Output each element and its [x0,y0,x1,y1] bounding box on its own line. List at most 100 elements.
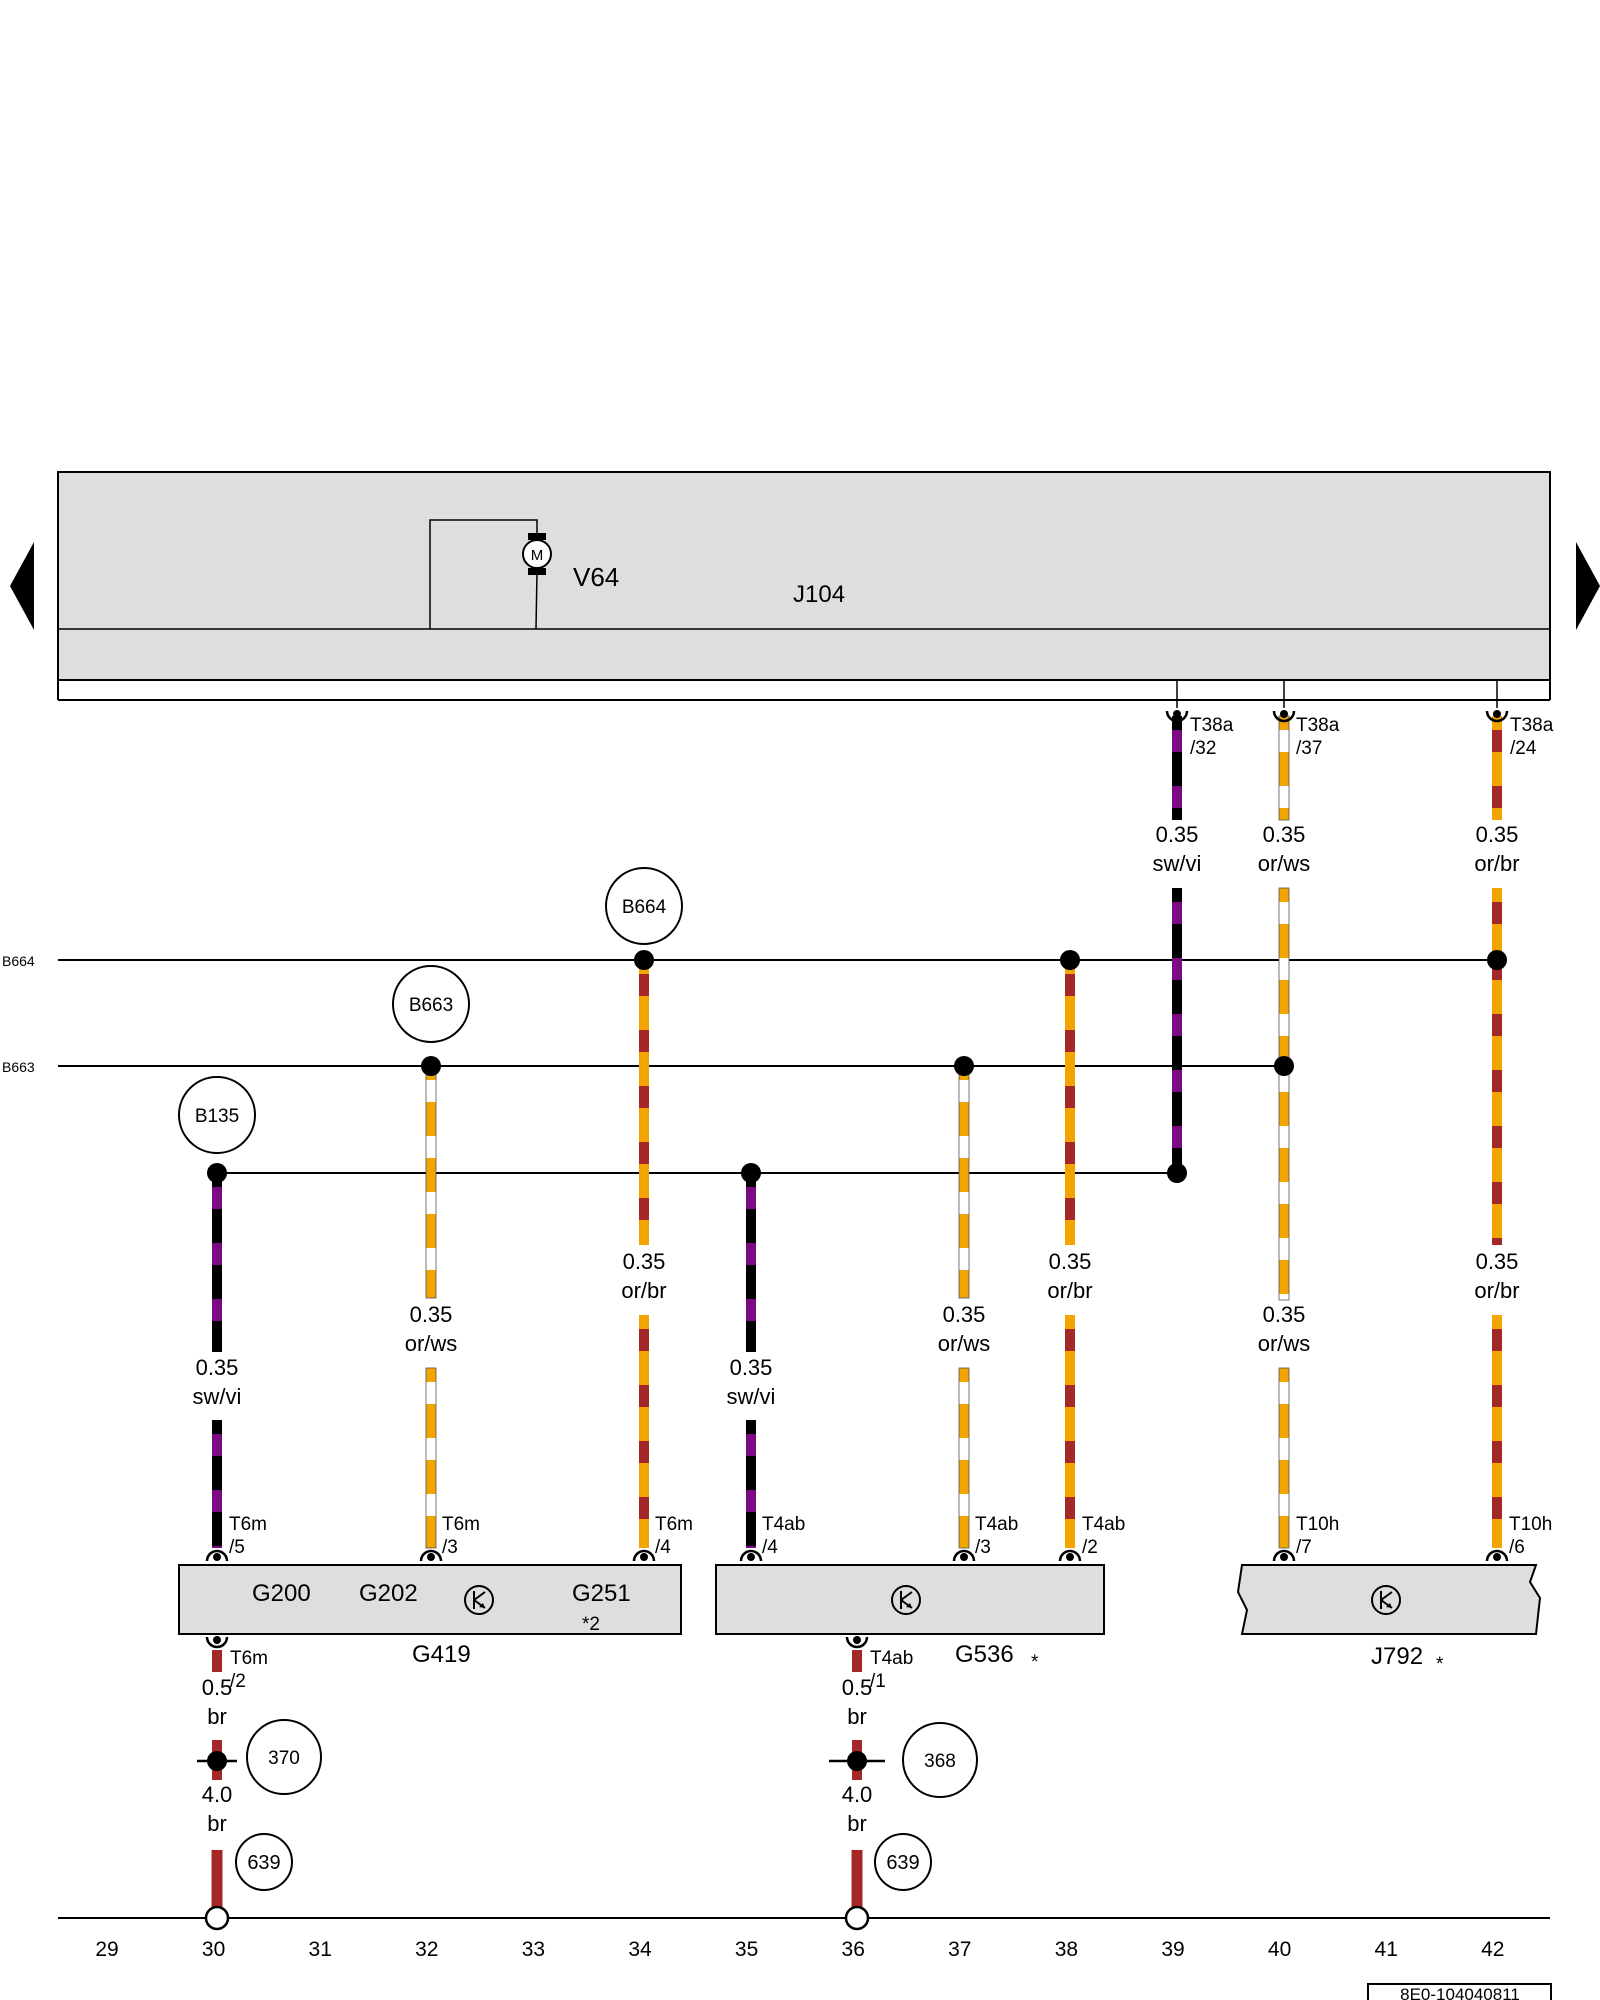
wire-or-br [1065,1497,1075,1519]
connector-icon [1485,710,1509,723]
wire-or-ws [959,1382,969,1404]
wire-or-ws [1279,1438,1289,1460]
wire-sw-vi [746,1187,756,1209]
wire-color-label: or/ws [938,1331,991,1356]
wire-or-br [1492,1070,1502,1092]
wire-or-ws [426,1248,436,1270]
column-number: 34 [628,1938,652,1961]
wire-or-br [1492,716,1502,820]
module-box-j792 [1236,1564,1542,1635]
wire-or-br [1492,888,1502,1245]
wire-or-ws [1279,902,1289,924]
connector-pin-icon [1280,710,1288,718]
connector-pin-label: /3 [975,1537,991,1558]
wire-or-br [639,1142,649,1164]
wire-color-label: or/br [1474,1278,1519,1303]
connector-icon [632,1549,656,1562]
column-number: 30 [202,1938,225,1961]
reference-bubble[interactable] [246,1719,322,1795]
wire-or-br [639,1497,649,1519]
wire-color-label: or/ws [405,1331,458,1356]
wire-or-br [1492,1014,1502,1036]
wire-size-label: 0.35 [1049,1249,1092,1274]
connector-pin-icon [1173,710,1181,718]
wire-br [211,1850,223,1908]
reference-bubble[interactable] [235,1833,293,1891]
splice-point [954,1056,974,1076]
wire-color-label: br [847,1811,867,1836]
wire-outline [425,1367,437,1549]
splice-point [634,950,654,970]
wire-sw-vi [1172,730,1182,752]
wire-or-br [1492,1329,1502,1351]
reference-bubble-label: B135 [195,1106,239,1127]
reference-bubble[interactable] [392,965,470,1043]
column-number: 40 [1268,1938,1291,1961]
connector-label: T6m [229,1514,267,1535]
component-label-g200: G200 [252,1580,311,1607]
column-number: 33 [522,1938,545,1961]
wire-or-ws [959,1080,969,1102]
wire-sw-vi [212,1490,222,1512]
wire-size-label: 0.35 [1263,1302,1306,1327]
connector-pin-label: /2 [230,1671,246,1692]
motor-icon: M [522,533,552,575]
connector-pin-label: /37 [1296,738,1322,759]
wire-size-label: 0.35 [1476,822,1519,847]
wire-or-ws [959,1494,969,1516]
connector-icon [1272,1549,1296,1562]
wire-or-ws [426,1192,436,1214]
wire-or-ws [1279,716,1289,820]
reference-bubble[interactable] [902,1722,978,1798]
connector-icon [739,1549,763,1562]
wire-sw-vi [746,1434,756,1456]
wire-outline [958,1367,970,1549]
reference-bubble[interactable] [178,1076,256,1154]
wire-sw-vi [746,1420,756,1548]
wire-or-br [1065,1329,1075,1351]
wire-size-label: 0.35 [196,1355,239,1380]
splice-point [207,1163,227,1183]
reference-bubble-label: B664 [622,897,667,918]
column-number: 29 [95,1938,118,1961]
previous-page-arrow-icon[interactable] [10,542,34,630]
wire-sw-vi [746,1546,756,1548]
connector-pin-label: /4 [655,1537,671,1558]
wire-size-label: 0.5 [202,1675,233,1700]
wire-sw-vi [212,1187,222,1209]
component-label-j792: J792 [1371,1643,1423,1670]
wire-or-ws [426,1494,436,1516]
wire-or-ws [959,1438,969,1460]
connector-pin-label: /1 [870,1671,886,1692]
reference-bubble-label: 368 [924,1751,956,1772]
wire-or-br [639,1441,649,1463]
wire-or-br [1065,974,1075,996]
wire-color-label: or/br [1047,1278,1092,1303]
reference-bubble[interactable] [605,867,683,945]
wire-or-ws [1279,958,1289,980]
reference-bubble[interactable] [874,1833,932,1891]
wire-or-ws [1279,786,1289,808]
connector-label: T6m [655,1514,693,1535]
connector-pin-label: /6 [1509,1537,1525,1558]
connector-pin-label: /32 [1190,738,1216,759]
wire-or-ws [1279,1238,1289,1260]
wire-or-br [1065,1030,1075,1052]
wire-sw-vi [1172,902,1182,924]
wire-or-ws [426,1080,436,1102]
wire-color-label: sw/vi [727,1384,776,1409]
column-number: 39 [1161,1938,1184,1961]
connector-icon [205,1636,229,1649]
connector-pin-label: /5 [229,1537,245,1558]
connector-label: T10h [1296,1514,1339,1535]
wire-size-label: 0.35 [730,1355,773,1380]
wire-sw-vi [746,1243,756,1265]
connector-label: T4ab [762,1514,805,1535]
wire-or-ws [426,1136,436,1158]
wire-sw-vi [212,1546,222,1548]
next-page-arrow-icon[interactable] [1576,542,1600,630]
wire-or-ws [1279,1126,1289,1148]
wire-or-br [639,974,649,996]
